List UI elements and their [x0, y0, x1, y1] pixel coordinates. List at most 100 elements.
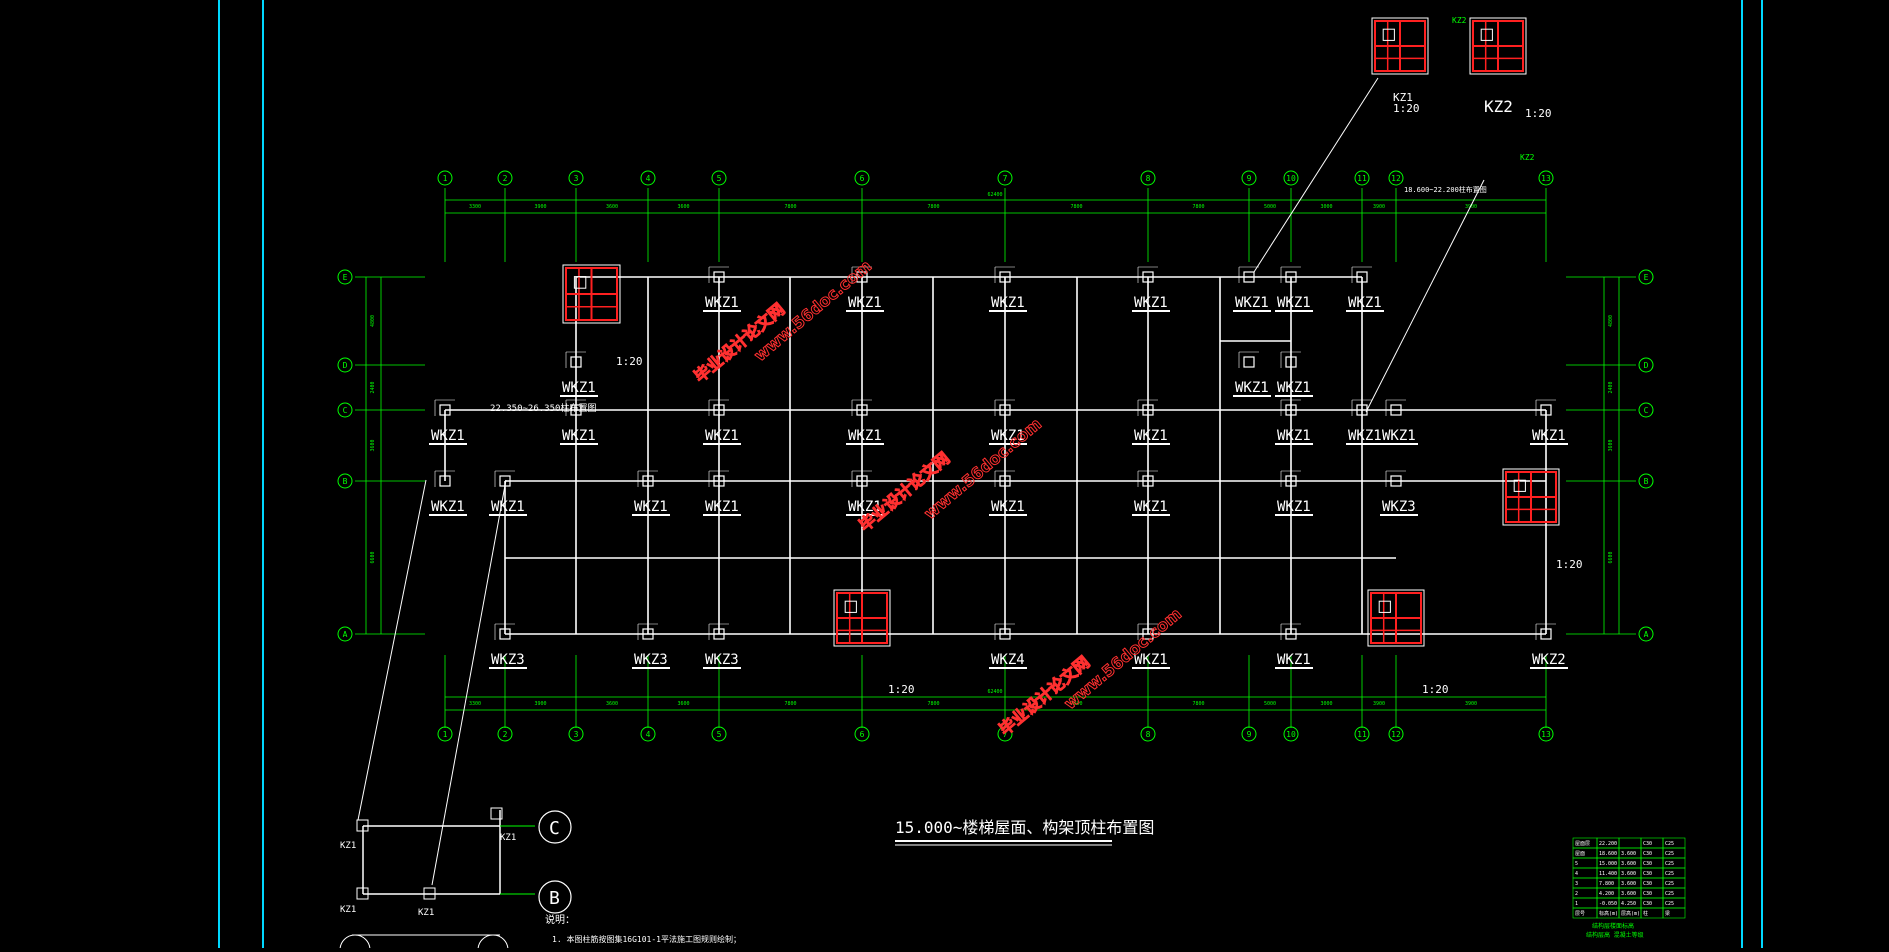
column-marker	[1285, 628, 1297, 640]
table-cell-text: 3.600	[1621, 891, 1636, 897]
top-detail-kz2-tag: KZ2	[1452, 16, 1467, 25]
column-marker	[1540, 628, 1552, 640]
column-marker	[439, 475, 451, 487]
axis-label: 2	[503, 174, 508, 183]
column-marker	[1540, 404, 1552, 416]
top-detail-scale-2: 1:20	[1525, 107, 1552, 120]
top-detail-kz2-tag-2: KZ2	[1520, 153, 1535, 162]
table-cell-text: C25	[1665, 891, 1674, 897]
dim-text: 7800	[1192, 204, 1204, 210]
section-outline	[1502, 468, 1560, 526]
notes-text: 1. 本图柱筋按图集16G101-1平法施工图规则绘制；	[552, 934, 741, 944]
table-cell-text: C25	[1665, 841, 1674, 847]
column-label: WKZ3	[1382, 499, 1416, 515]
column-label: WKZ1	[1134, 428, 1168, 444]
axis-label: 3	[574, 174, 579, 183]
column-label: WKZ1	[562, 380, 596, 396]
dim-text: 3000	[1320, 701, 1332, 707]
column-label: WKZ4	[991, 652, 1025, 668]
dim-text: 5000	[1264, 204, 1276, 210]
table-cell-text: C30	[1643, 871, 1652, 877]
column-label: WKZ1	[705, 499, 739, 515]
table-cell-text: C25	[1665, 861, 1674, 867]
column-label: WKZ1	[848, 295, 882, 311]
column-label: WKZ1	[1532, 428, 1566, 444]
column-marker	[570, 404, 582, 416]
axis-label: C	[1644, 406, 1649, 415]
axis-bubble	[997, 170, 1013, 186]
axis-label: 8	[1146, 174, 1151, 183]
axis-label: D	[343, 361, 348, 370]
axis-label: 10	[1286, 730, 1296, 739]
axis-bubble	[1388, 726, 1404, 742]
column-marker	[713, 628, 725, 640]
table-cell-text: C30	[1643, 851, 1652, 857]
dim-text: 7800	[1070, 701, 1082, 707]
section-detail-wkz2	[1502, 468, 1560, 526]
dim-text: 3600	[1608, 439, 1614, 451]
axis-bubble	[997, 726, 1013, 742]
table-cell	[1662, 907, 1686, 919]
table-cell-text: 3.600	[1621, 851, 1636, 857]
dim-text: 3600	[677, 701, 689, 707]
axis-label: 11	[1357, 730, 1367, 739]
section-detail-kz1-a	[562, 264, 621, 324]
dim-text: 3900	[1465, 204, 1477, 210]
axis-label: 9	[1247, 174, 1252, 183]
column-label: WKZ1	[1134, 295, 1168, 311]
axis-label: B	[343, 477, 348, 486]
table-cell-text: 柱	[1643, 910, 1648, 917]
dim-text: 5000	[1264, 701, 1276, 707]
dim-text: 3300	[469, 204, 481, 210]
axis-label: 11	[1357, 174, 1367, 183]
axis-bubble	[337, 626, 353, 642]
bottom-left-detail	[339, 807, 572, 952]
drawing-frame	[218, 0, 1763, 948]
dim-text: 3600	[370, 439, 376, 451]
small-detail-label-4: KZ1	[500, 833, 516, 843]
table-cell-text: 18.600	[1599, 851, 1617, 857]
column-label: WKZ1	[848, 428, 882, 444]
column-label: WKZ1	[1277, 380, 1311, 396]
axis-bubble	[437, 726, 453, 742]
axis-label: D	[1644, 361, 1649, 370]
column-marker	[1285, 404, 1297, 416]
axis-bubble	[1140, 726, 1156, 742]
table-cell-text: 层号	[1575, 911, 1585, 917]
axis-bubble	[1283, 170, 1299, 186]
column-label: WKZ1	[705, 428, 739, 444]
axis-bubble	[1638, 626, 1654, 642]
column-marker	[1390, 475, 1402, 487]
column-marker	[1356, 271, 1368, 283]
column-label: WKZ1	[848, 499, 882, 515]
axis-bubble	[711, 726, 727, 742]
axis-label: C	[343, 406, 348, 415]
small-detail-label-2: KZ1	[340, 905, 356, 915]
axis-label: 1	[443, 174, 448, 183]
table-cell-text: 4.250	[1621, 901, 1636, 907]
column-label: WKZ3	[705, 652, 739, 668]
axis-label: A	[1644, 630, 1649, 639]
drawing-title: 15.000~楼梯屋面、构架顶柱布置图	[895, 818, 1154, 837]
column-label: WKZ1	[1277, 428, 1311, 444]
column-marker	[999, 271, 1011, 283]
dim-text: 6600	[370, 551, 376, 563]
column-label: WKZ1	[1134, 499, 1168, 515]
watermark-brand-2: 毕业设计论文网	[855, 449, 953, 536]
axis-bubble	[1538, 726, 1554, 742]
column-label: WKZ1	[1348, 295, 1382, 311]
axis-label: A	[343, 630, 348, 639]
table-cell-text: -0.050	[1599, 901, 1617, 907]
dim-text: 2400	[370, 381, 376, 393]
axis-bubble	[1241, 726, 1257, 742]
axis-label: E	[1644, 273, 1649, 282]
table-cell-text: 屋面层	[1575, 841, 1590, 847]
axis-bubble	[640, 170, 656, 186]
dim-text: 6600	[1608, 551, 1614, 563]
column-label: WKZ3	[491, 652, 525, 668]
column-label: WKZ1	[1277, 652, 1311, 668]
top-detail-group: KZ1 1:20 KZ2 1:20 KZ2 KZ2 18.600~22.200柱…	[1393, 16, 1552, 194]
axis-label: 12	[1391, 174, 1401, 183]
